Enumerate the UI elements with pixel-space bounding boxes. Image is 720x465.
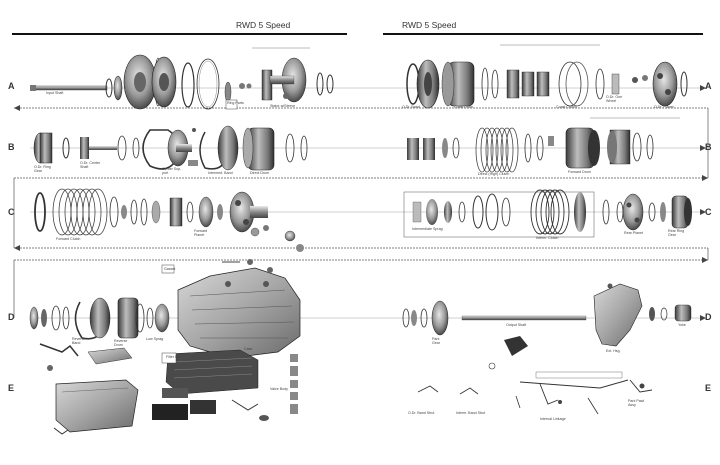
row-b-right-parts (407, 117, 680, 173)
label-input-shaft: Input Shaft (46, 91, 64, 95)
label-reverse-drum: Reverse Drum (114, 339, 128, 347)
row-letter-c-right: C (705, 207, 712, 217)
header-rule-right (383, 33, 703, 35)
label-forward-clutch: Forward Clutch (56, 237, 81, 241)
label-reverse-band: Reverse Band (72, 337, 86, 345)
label-forward-planet: Forward Planet (194, 229, 208, 237)
label-center-support: Center Sup- port (162, 167, 182, 175)
label-ring-parts: Ring Parts (227, 101, 244, 105)
label-interm-band-strut: Interm. Band Strut (456, 411, 486, 415)
label-rear-ring-gear: Rear Ring Gear (668, 229, 685, 237)
row-b-left-parts (33, 125, 308, 171)
label-park-pawl-assy: Park Pawl Assy (628, 399, 645, 407)
header-rule-left (12, 33, 347, 35)
row-letter-d-right: D (705, 312, 712, 322)
label-forward-drum: Forward Drum (568, 170, 591, 174)
row-d-left-parts (29, 225, 304, 359)
label-od-center-shaft: O.Dr. Center Shaft (80, 161, 101, 169)
header-left: RWD 5 Speed (236, 20, 291, 30)
label-ext-hsg: Ext. Hsg. (606, 349, 621, 353)
label-intermediate-sprag: Intermediate Sprag (412, 227, 443, 231)
row-letter-a: A (8, 81, 15, 91)
label-od-one-wheel: O.Dr. One Wheel (606, 95, 623, 103)
label-internal-linkage: Internal Linkage (540, 417, 566, 421)
label-filter-kit: Filter Kit (166, 355, 180, 359)
row-letter-c: C (8, 207, 15, 217)
row-c-right-parts (403, 189, 692, 238)
row-e-right-parts (417, 371, 653, 415)
label-coast-drum: Coast Drum (454, 105, 474, 109)
label-park-gear: Park Gear (432, 337, 440, 345)
label-direct-clutch: Direct (High) Clutch (478, 172, 510, 176)
header-right: RWD 5 Speed (402, 20, 457, 30)
label-valve-body: Valve Body (270, 387, 288, 391)
label-od-band: O.Dr. Band (402, 105, 420, 109)
row-letter-a-right: A (705, 81, 712, 91)
row-c-left-parts (34, 188, 268, 236)
label-output-shaft: Output Shaft (506, 323, 527, 327)
row-letter-b: B (8, 142, 15, 152)
label-case: Case (244, 347, 253, 351)
label-stator: Stator w/Sleeve (270, 104, 296, 108)
label-interm-clutch: Interm. Clutch (536, 236, 559, 240)
row-d-right-parts (402, 283, 692, 370)
row-a-right-parts (406, 44, 688, 109)
flow-lines (13, 87, 709, 319)
label-od-band-strut: O.Dr. Band Strut (408, 411, 435, 415)
label-od-planet: O.Dr. Planet (654, 105, 674, 109)
label-coast-clutch: Coast Clutch (556, 105, 577, 109)
label-interm-band: Intermed. Band (208, 171, 233, 175)
label-od-ring-gear: O.Dr. Ring Gear (34, 165, 51, 173)
label-yoke: Yoke (678, 323, 686, 327)
row-letter-e: E (8, 383, 15, 393)
row-a-left-parts (30, 47, 334, 110)
label-rear-planet: Rear Planet (624, 231, 643, 235)
flow-arrowheads (14, 85, 708, 321)
row-letter-d: D (8, 312, 15, 322)
label-gasket: Gasket (164, 267, 176, 271)
label-low-sprag: Low Sprag (146, 337, 164, 341)
label-direct-drum: Direct Drum (250, 171, 270, 175)
row-e-left-parts (39, 343, 298, 435)
row-letter-e-right: E (705, 383, 712, 393)
